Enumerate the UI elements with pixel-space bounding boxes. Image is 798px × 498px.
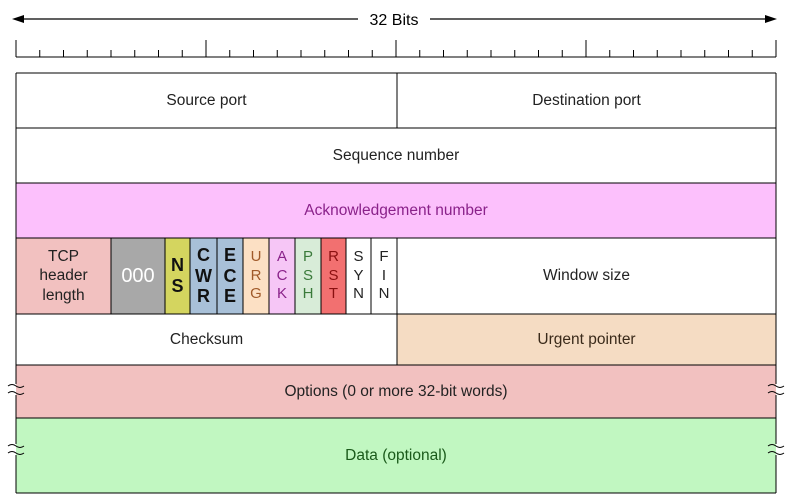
flag-urg-letter-1: U — [250, 247, 262, 265]
bit-ruler: 32 Bits — [12, 12, 777, 58]
reserved-bits-label: 000 — [121, 264, 155, 287]
acknowledgement-number-field: Acknowledgement number — [16, 183, 776, 238]
flag-psh-letter-3: H — [302, 285, 314, 303]
flag-urg-letter-3: G — [250, 285, 262, 303]
flag-cwr-letter-2: W — [195, 265, 212, 286]
flag-fin: F I N — [371, 238, 397, 314]
flag-urg: U R G — [243, 238, 269, 314]
flag-psh: P S H — [295, 238, 321, 314]
source-port-field: Source port — [16, 73, 397, 128]
bits-arrow — [12, 15, 777, 23]
flag-fin-letter-2: I — [381, 266, 387, 284]
flag-fin-letter-3: N — [378, 285, 390, 303]
flag-rst-letter-2: S — [328, 266, 339, 284]
flag-fin-letter-1: F — [379, 247, 389, 265]
flag-syn-letter-3: N — [353, 285, 364, 303]
sequence-number-field: Sequence number — [16, 128, 776, 183]
tcp-header-length-line-3: length — [42, 286, 85, 304]
options-field: Options (0 or more 32-bit words) — [16, 365, 776, 418]
flag-rst-letter-1: R — [328, 247, 339, 265]
sequence-number-label: Sequence number — [332, 146, 460, 164]
flag-ece-letter-1: E — [223, 244, 236, 265]
flag-syn: S Y N — [346, 238, 371, 314]
checksum-field: Checksum — [16, 314, 397, 365]
flag-ece: E C E — [217, 238, 243, 314]
checksum-label: Checksum — [169, 330, 244, 348]
ruler-ticks — [15, 40, 777, 58]
window-size-field: Window size — [397, 238, 776, 314]
flag-ece-letter-2: C — [223, 265, 237, 286]
reserved-bits-field: 000 — [111, 238, 165, 314]
destination-port-label: Destination port — [532, 91, 641, 109]
tcp-header-length-line-1: TCP — [48, 247, 79, 265]
bits-title: 32 Bits — [370, 12, 419, 29]
urgent-pointer-label: Urgent pointer — [537, 330, 636, 348]
flag-cwr-letter-1: C — [197, 244, 210, 265]
options-label: Options (0 or more 32-bit words) — [284, 382, 508, 400]
source-port-label: Source port — [166, 91, 247, 109]
tcp-header-length-field: TCP header length — [16, 238, 111, 314]
destination-port-field: Destination port — [397, 73, 776, 128]
urgent-pointer-field: Urgent pointer — [397, 314, 776, 365]
flag-ece-letter-3: E — [223, 286, 236, 307]
tcp-header-length-line-2: header — [39, 267, 88, 285]
flag-ack: A C K — [269, 238, 295, 314]
flag-syn-letter-2: Y — [353, 266, 364, 284]
window-size-label: Window size — [543, 267, 630, 285]
flag-ns: N S — [165, 238, 190, 314]
flag-syn-letter-1: S — [353, 247, 364, 265]
flag-cwr-letter-3: R — [197, 286, 210, 307]
flag-ack-letter-3: K — [276, 285, 287, 303]
flag-rst: R S T — [321, 238, 346, 314]
flag-urg-letter-2: R — [250, 266, 262, 284]
acknowledgement-number-label: Acknowledgement number — [304, 201, 488, 219]
flag-ns-letter-2: S — [171, 276, 184, 296]
flag-cwr: C W R — [190, 238, 217, 314]
flag-psh-letter-2: S — [302, 266, 313, 284]
flag-ns-letter-1: N — [171, 255, 184, 276]
flag-ack-letter-1: A — [276, 247, 287, 265]
data-label: Data (optional) — [345, 446, 447, 464]
flag-rst-letter-3: T — [328, 285, 339, 303]
flag-psh-letter-1: P — [302, 247, 313, 265]
flag-ack-letter-2: C — [276, 266, 288, 284]
data-field: Data (optional) — [16, 418, 776, 493]
